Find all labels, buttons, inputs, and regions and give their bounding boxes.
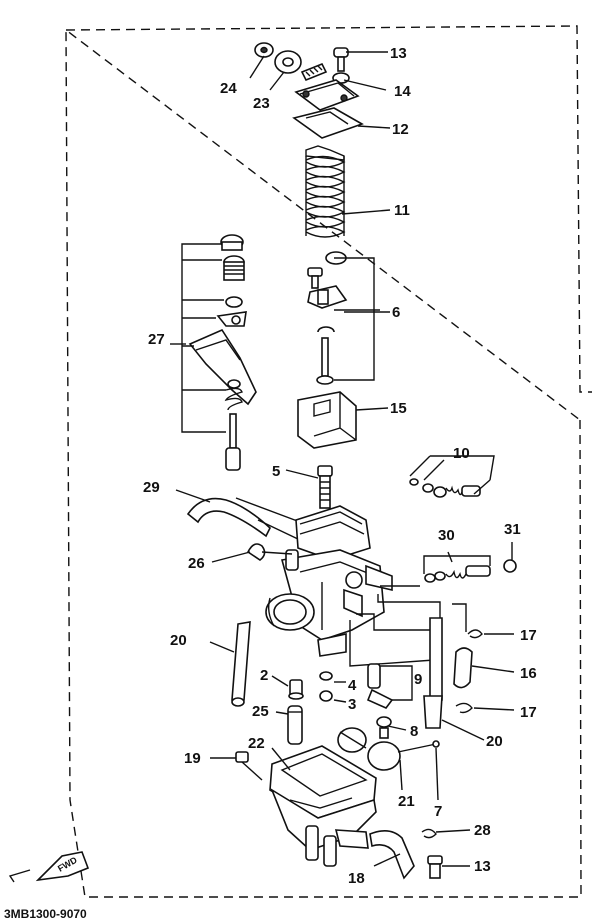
fitting-26 <box>246 543 266 561</box>
label-17-top: 17 <box>520 627 537 644</box>
label-25: 25 <box>252 703 269 720</box>
label-18: 18 <box>348 870 365 887</box>
fwd-arrow-icon: FWD <box>8 851 90 883</box>
label-30: 30 <box>438 527 455 544</box>
label-22: 22 <box>248 735 265 752</box>
throttle-stop-screw <box>424 559 517 583</box>
float-bowl <box>269 745 377 867</box>
label-27: 27 <box>148 331 165 348</box>
label-31: 31 <box>504 521 521 538</box>
label-13-top: 13 <box>390 45 407 62</box>
label-19: 19 <box>184 750 201 767</box>
leader-body-right <box>349 585 441 667</box>
group-bracket-9 <box>380 665 413 701</box>
label-2: 2 <box>260 667 268 684</box>
spring <box>305 145 346 238</box>
hose-29 <box>186 497 271 538</box>
label-8: 8 <box>410 723 418 740</box>
group-bracket-needle <box>334 257 380 381</box>
group-bracket-30 <box>423 555 491 574</box>
label-9: 9 <box>414 671 422 688</box>
pilot-jet <box>317 465 333 509</box>
dashed-frame <box>65 25 592 898</box>
label-17-bottom: 17 <box>520 704 537 721</box>
needle-assembly <box>307 251 348 385</box>
label-3: 3 <box>348 696 356 713</box>
label-21: 21 <box>398 793 415 810</box>
label-20-left: 20 <box>170 632 187 649</box>
top-cap-assembly <box>254 42 364 139</box>
hose-16 <box>453 647 473 689</box>
hose-18 <box>369 830 415 880</box>
throttle-stop-assembly <box>188 234 257 471</box>
carburetor-body <box>265 505 393 657</box>
air-screw-assembly <box>409 478 481 498</box>
group-bracket-10 <box>409 455 495 495</box>
leader-lines <box>170 51 515 867</box>
throttle-valve <box>297 391 357 449</box>
screw-19 <box>235 751 263 781</box>
clip-17a <box>467 629 483 639</box>
clip-28 <box>421 828 437 839</box>
drain-tube <box>231 621 251 701</box>
label-4: 4 <box>348 677 357 694</box>
label-13-bottom: 13 <box>474 858 491 875</box>
label-15: 15 <box>390 400 407 417</box>
label-12: 12 <box>392 121 409 138</box>
label-7: 7 <box>434 803 442 820</box>
document-code: 3MB1300-9070 <box>4 907 87 921</box>
label-24: 24 <box>220 80 237 97</box>
float <box>337 727 440 771</box>
label-20-right: 20 <box>486 733 503 750</box>
label-10: 10 <box>453 445 470 462</box>
label-11: 11 <box>394 202 410 219</box>
label-26: 26 <box>188 555 205 572</box>
label-6: 6 <box>392 304 400 321</box>
label-29: 29 <box>143 479 160 496</box>
group-bracket-27 <box>181 243 226 433</box>
label-16: 16 <box>520 665 537 682</box>
overflow-tube <box>423 617 443 729</box>
jet-parts <box>287 671 333 745</box>
label-28: 28 <box>474 822 491 839</box>
label-5: 5 <box>272 463 280 480</box>
float-needle-parts <box>366 663 394 739</box>
screw-13-bottom <box>427 855 443 879</box>
label-14: 14 <box>394 83 411 100</box>
clip-17b <box>455 702 473 714</box>
label-23: 23 <box>253 95 270 112</box>
